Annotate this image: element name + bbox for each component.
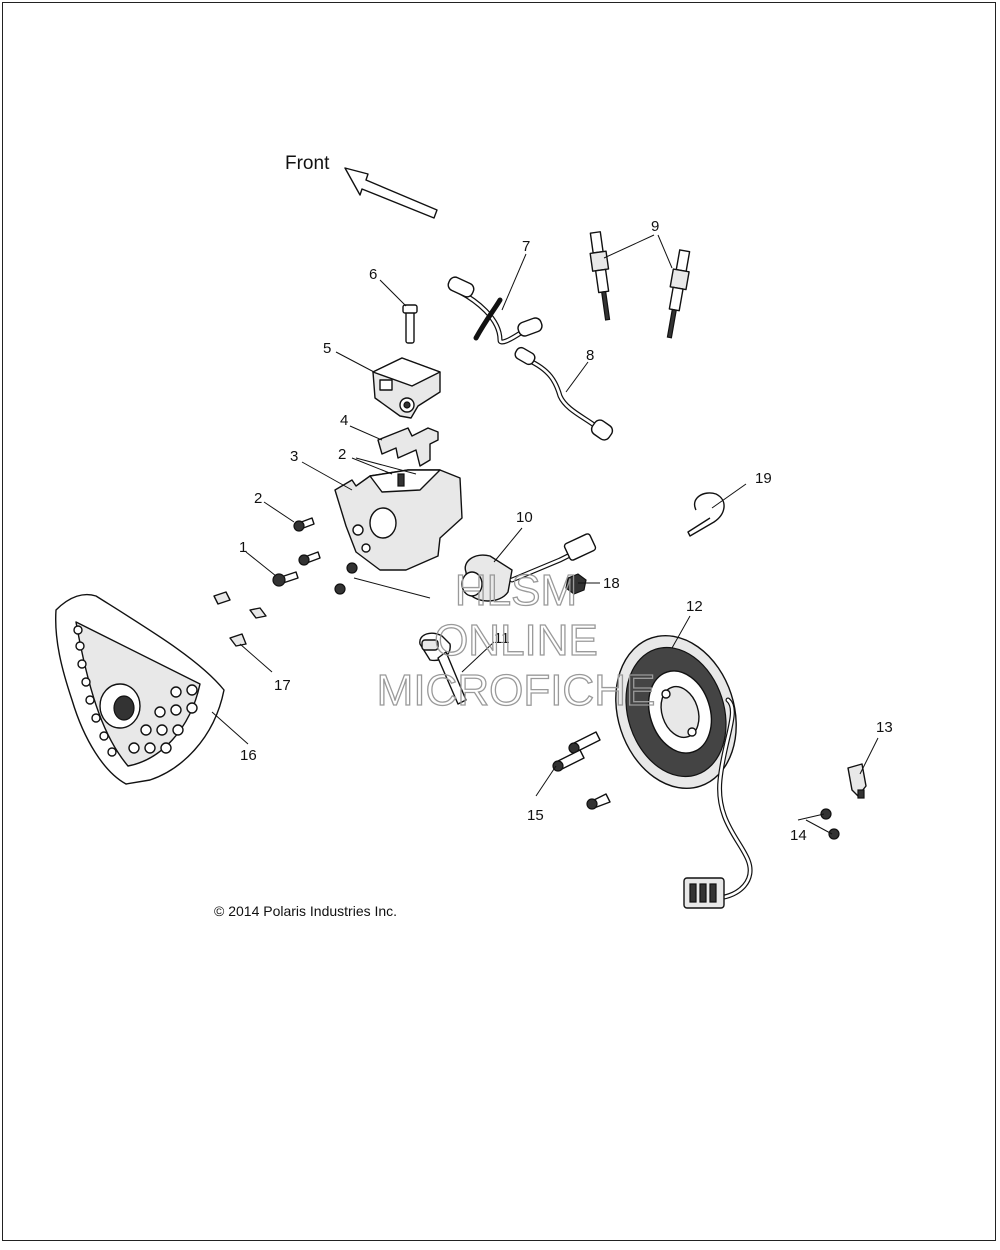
part-6-screw [402,304,418,344]
callout-8: 8 [586,347,594,364]
watermark-line-2: ONLINE [434,616,598,665]
callout-19: 19 [755,470,772,487]
callout-11: 11 [494,630,510,647]
callout-2: 2 [254,490,262,507]
callout-15: 15 [527,807,544,824]
part-11-key [419,632,467,705]
part-10-switch [461,533,597,602]
callout-10: 10 [516,509,533,526]
part-12-stator [615,634,753,909]
part-19-tie-strap [687,492,725,537]
callout-12: 12 [686,598,703,615]
callout-16: 16 [240,747,257,764]
watermark-line-1: HLSM [455,566,577,615]
front-arrow: Front [285,153,438,219]
callout-18: 18 [603,575,620,592]
part-1-bolt [272,571,299,587]
part-18-nut [565,573,587,595]
watermark: HLSM ONLINE MICROFICHE [376,565,656,715]
part-9-spark-plugs [589,231,691,339]
callout-17: 17 [274,677,291,694]
part-4-bracket [377,427,439,467]
watermark-line-3: MICROFICHE [377,666,656,715]
callout-13: 13 [876,719,893,736]
front-arrow-icon [344,167,438,219]
callout-6: 6 [369,266,377,283]
part-2-bolts [293,517,358,595]
copyright-text: © 2014 Polaris Industries Inc. [214,903,397,919]
callout-2: 2 [338,446,346,463]
part-17-clips [213,591,267,647]
part-7-plug-wire [447,276,543,345]
callout-3: 3 [290,448,298,465]
callout-4: 4 [340,412,348,429]
front-label: Front [285,153,330,174]
part-8-plug-wire [514,346,614,441]
callout-14: 14 [790,827,807,844]
part-16-cover [54,593,225,785]
part-15-screws [552,731,611,810]
part-14-screws [820,808,840,840]
callout-7: 7 [522,238,530,255]
cover-vent-holes [73,625,198,757]
callouts: 1 2 2 3 4 5 6 7 8 9 10 11 12 13 14 15 16… [239,218,893,844]
callout-1: 1 [239,539,247,556]
callout-9: 9 [651,218,659,235]
callout-5: 5 [323,340,331,357]
part-3-mounting-bracket [334,469,463,571]
part-5-ignition-coil [372,357,441,419]
leader-lines [211,234,879,835]
